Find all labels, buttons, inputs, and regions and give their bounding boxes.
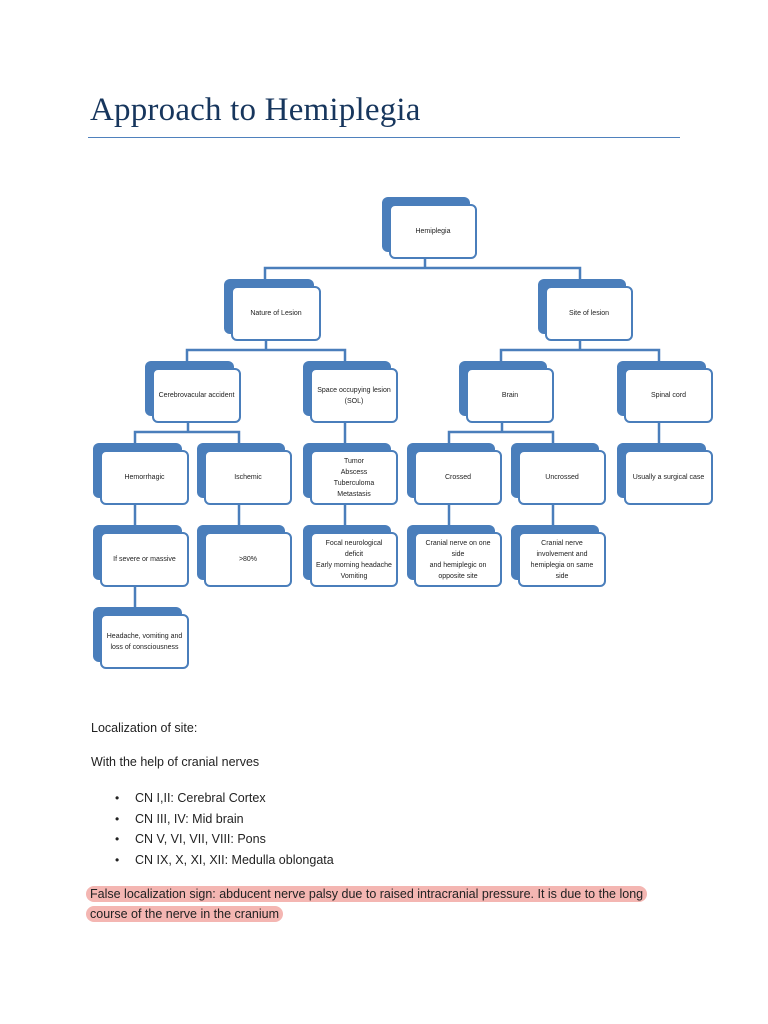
node-ischemic: Ischemic: [197, 443, 292, 505]
connector-nature: [185, 339, 347, 363]
node-box: Nature of Lesion: [231, 286, 321, 341]
node-box: Headache, vomiting and loss of consciousn…: [100, 614, 189, 669]
node-label: Crossed: [444, 474, 472, 481]
node-hemiplegia: Hemiplegia: [382, 197, 477, 259]
node-label: Metastasis: [337, 490, 371, 498]
cranial-intro: With the help of cranial nerves: [91, 755, 260, 769]
node-label: Cranial nerve on one side: [425, 539, 491, 558]
cranial-nerve-list: CN I,II: Cerebral Cortex CN III, IV: Mid…: [91, 788, 334, 870]
node-ischemic-pct: >80%: [197, 525, 292, 587]
list-item: CN IX, X, XI, XII: Medulla oblongata: [91, 850, 334, 871]
node-label: Early morning headache: [316, 561, 392, 569]
false-localization-note: False localization sign: abducent nerve …: [86, 884, 676, 924]
node-label: Nature of Lesion: [250, 310, 302, 317]
node-box: Hemiplegia: [389, 204, 477, 259]
node-box: Ischemic: [204, 450, 292, 505]
node-uncrossed-desc: Cranial nerve involvement and hemiplegia o…: [511, 525, 606, 587]
connector-site: [499, 339, 661, 363]
node-label: Site of lesion: [568, 310, 610, 317]
node-box: Cranial nerve involvement and hemiplegia o…: [518, 532, 606, 587]
list-item: CN I,II: Cerebral Cortex: [91, 788, 334, 809]
node-label: loss of consciousness: [110, 643, 179, 651]
node-label: >80%: [238, 556, 258, 563]
node-sol: Space occupying lesion (SOL): [303, 361, 398, 423]
node-site: Site of lesion: [538, 279, 633, 341]
node-label: (SOL): [344, 397, 364, 405]
node-label: and hemiplegic on: [429, 561, 487, 569]
node-crossed-desc: Cranial nerve on one side and hemiplegic …: [407, 525, 502, 587]
node-label: Hemorrhagic: [124, 474, 165, 481]
node-label: Cerebrovacular accident: [158, 392, 235, 399]
node-label: Focal neurological deficit: [325, 539, 383, 558]
connector-brain: [447, 421, 555, 445]
list-item: CN III, IV: Mid brain: [91, 809, 334, 830]
node-label: Space occupying lesion: [317, 386, 391, 394]
connector-cva: [133, 421, 241, 445]
node-box: Usually a surgical case: [624, 450, 713, 505]
node-label: If severe or massive: [113, 556, 176, 563]
node-nature: Nature of Lesion: [224, 279, 321, 341]
list-item: CN V, VI, VII, VIII: Pons: [91, 829, 334, 850]
node-label: Spinal cord: [650, 392, 687, 399]
node-box: Cerebrovacular accident: [152, 368, 241, 423]
node-label: opposite site: [438, 572, 478, 580]
node-label: Tumor: [344, 457, 364, 465]
node-crossed: Crossed: [407, 443, 502, 505]
node-box: Brain: [466, 368, 554, 423]
node-label: Cranial nerve: [541, 539, 583, 547]
node-severe: If severe or massive: [93, 525, 189, 587]
node-label: Brain: [501, 392, 519, 399]
node-label: Headache, vomiting and: [106, 632, 183, 640]
node-uncrossed: Uncrossed: [511, 443, 606, 505]
node-label: Vomiting: [340, 572, 368, 580]
node-label: Ischemic: [234, 474, 262, 481]
node-box: If severe or massive: [100, 532, 189, 587]
node-cva: Cerebrovacular accident: [145, 361, 241, 423]
node-box: Space occupying lesion (SOL): [310, 368, 398, 423]
page-title: Approach to Hemiplegia: [90, 92, 421, 128]
node-label: Uncrossed: [545, 474, 579, 481]
node-box: Crossed: [414, 450, 502, 505]
localization-heading: Localization of site:: [91, 721, 198, 735]
node-label: involvement and: [536, 550, 588, 558]
node-label: Hemiplegia: [415, 228, 451, 235]
flowchart-connectors: [133, 257, 661, 609]
node-label: Usually a surgical case: [632, 474, 705, 481]
node-surgical: Usually a surgical case: [617, 443, 713, 505]
node-box: Spinal cord: [624, 368, 713, 423]
node-spinal: Spinal cord: [617, 361, 713, 423]
node-box: Site of lesion: [545, 286, 633, 341]
node-brain: Brain: [459, 361, 554, 423]
node-box: Uncrossed: [518, 450, 606, 505]
node-box: Hemorrhagic: [100, 450, 189, 505]
node-severe-result: Headache, vomiting and loss of consciousn…: [93, 607, 189, 669]
title-underline: [88, 137, 680, 138]
node-label: hemiplegia on same side: [530, 561, 594, 580]
highlighted-text: False localization sign: abducent nerve …: [86, 886, 648, 922]
node-hemorrhagic: Hemorrhagic: [93, 443, 189, 505]
connector-hemiplegia: [263, 257, 582, 281]
node-label: Abscess: [340, 468, 368, 476]
node-label: Tuberculoma: [333, 479, 375, 487]
node-box: >80%: [204, 532, 292, 587]
node-box: Cranial nerve on one side and hemiplegic …: [414, 532, 502, 587]
